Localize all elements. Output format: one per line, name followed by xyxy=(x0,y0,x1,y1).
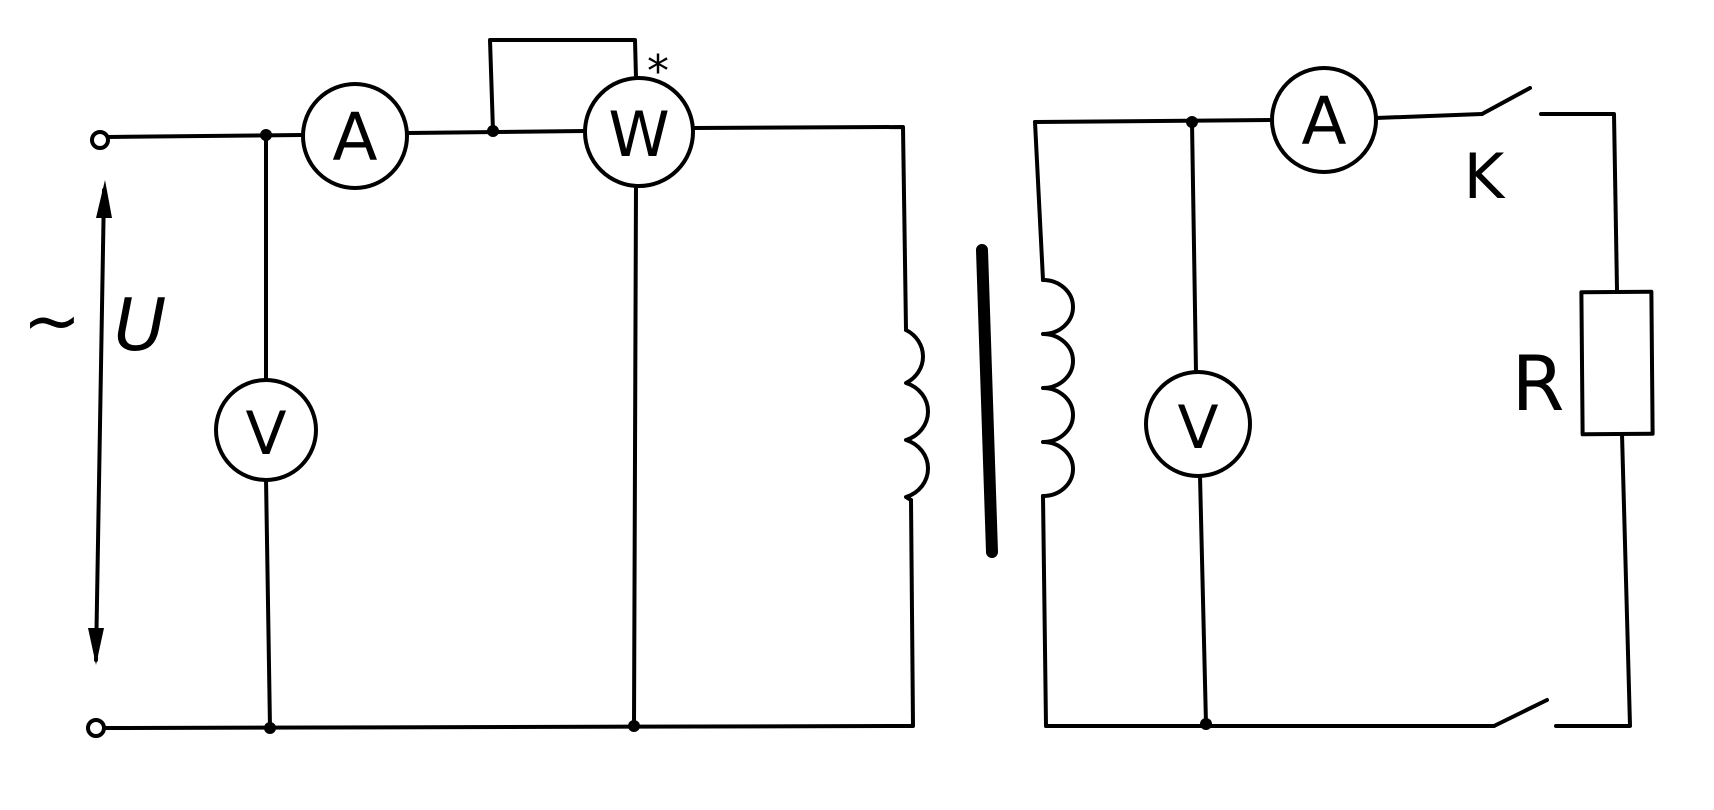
wattmeter-label: W xyxy=(608,98,669,171)
secondary-top-wire-2 xyxy=(1374,112,1484,120)
wattmeter-polarity-marker: * xyxy=(647,46,669,97)
primary-voltmeter-branch-lower xyxy=(264,476,272,730)
junction-dot xyxy=(1200,718,1212,730)
voltage-arrow-head-bottom xyxy=(88,628,104,665)
ac-source-symbol: ~ xyxy=(23,280,82,362)
voltage-arrow-line xyxy=(94,188,106,662)
secondary-top-wire-1 xyxy=(1033,118,1274,124)
switch-bottom-blade xyxy=(1492,698,1549,728)
junction-dot xyxy=(264,722,276,734)
primary-circuit: A W * V ~ U xyxy=(23,38,931,738)
junction-dot xyxy=(487,125,499,137)
junction-dot xyxy=(1186,116,1198,128)
resistor xyxy=(1579,289,1655,437)
primary-bottom-wire xyxy=(102,498,915,730)
wattmeter: W * xyxy=(583,46,695,188)
voltage-arrow-head-top xyxy=(96,180,112,218)
secondary-voltmeter-branch-lower xyxy=(1198,474,1208,726)
input-terminal-top xyxy=(90,130,110,150)
primary-top-wire-1 xyxy=(106,133,304,139)
transformer-core xyxy=(976,244,998,558)
wattmeter-voltage-branch xyxy=(632,183,638,728)
secondary-winding xyxy=(1041,278,1075,498)
switch-label: K xyxy=(1464,140,1506,213)
secondary-ammeter: A xyxy=(1270,66,1378,174)
voltage-label: U xyxy=(114,283,167,367)
input-terminal-bottom xyxy=(86,718,106,738)
resistor-label: R xyxy=(1512,339,1565,428)
primary-voltmeter-label: V xyxy=(245,399,286,469)
junction-dot xyxy=(260,129,272,141)
secondary-voltmeter-branch xyxy=(1190,120,1198,374)
secondary-ammeter-label: A xyxy=(1301,83,1346,160)
primary-top-wire-3 xyxy=(691,125,908,332)
primary-voltmeter: V xyxy=(214,378,318,482)
secondary-right-wire xyxy=(1554,432,1632,728)
secondary-circuit: R A V K xyxy=(1033,66,1655,730)
secondary-voltmeter: V xyxy=(1144,370,1252,478)
secondary-left-wire-bottom xyxy=(1041,494,1048,728)
primary-ammeter-label: A xyxy=(332,99,377,176)
secondary-voltmeter-label: V xyxy=(1177,393,1218,463)
primary-winding xyxy=(904,328,931,502)
switch-top-blade xyxy=(1480,86,1532,116)
wattmeter-bypass-loop xyxy=(488,38,638,133)
primary-ammeter: A xyxy=(301,82,409,190)
junction-dot xyxy=(628,720,640,732)
secondary-left-wire-top xyxy=(1033,120,1045,282)
switch-top-contact xyxy=(1539,112,1619,292)
